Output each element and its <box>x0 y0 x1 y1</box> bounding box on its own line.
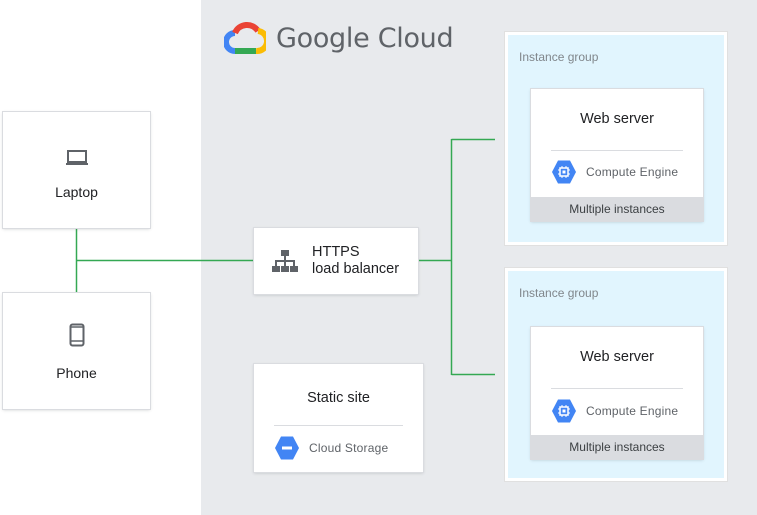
cloud-storage-icon <box>275 436 299 460</box>
instance-group-2[interactable]: Instance group Web server Compute Engine… <box>504 267 728 482</box>
google-cloud-logo: Google Cloud <box>224 18 454 58</box>
instance-group-label: Instance group <box>519 50 599 64</box>
instance-group-label: Instance group <box>519 286 599 300</box>
service-label: Cloud Storage <box>309 441 389 455</box>
service-label: Compute Engine <box>586 165 679 179</box>
instance-group-1[interactable]: Instance group Web server Compute Engine… <box>504 31 728 246</box>
web-server-card[interactable]: Web server Compute Engine Multiple insta… <box>531 89 703 221</box>
compute-engine-icon <box>552 399 576 423</box>
client-label: Phone <box>56 365 97 381</box>
load-balancer-icon <box>272 250 298 272</box>
laptop-icon <box>65 146 89 170</box>
divider <box>551 388 683 389</box>
load-balancer-label: HTTPS load balancer <box>312 244 399 278</box>
divider <box>551 150 683 151</box>
cloud-storage-service: Cloud Storage <box>274 435 388 461</box>
static-site-title: Static site <box>307 390 370 406</box>
web-server-title: Web server <box>580 349 654 365</box>
client-laptop[interactable]: Laptop <box>3 112 150 228</box>
compute-engine-service: Compute Engine <box>551 398 678 424</box>
web-server-title: Web server <box>580 111 654 127</box>
static-site-card[interactable]: Static site Cloud Storage <box>254 364 423 472</box>
compute-engine-service: Compute Engine <box>551 159 678 185</box>
client-phone[interactable]: Phone <box>3 293 150 409</box>
brand-name: Google Cloud <box>276 22 454 54</box>
multiple-instances-footer: Multiple instances <box>531 435 703 459</box>
compute-engine-icon <box>552 160 576 184</box>
phone-icon <box>69 323 85 347</box>
load-balancer-label-line1: HTTPS <box>312 244 360 260</box>
client-label: Laptop <box>55 184 98 200</box>
load-balancer-label-line2: load balancer <box>312 261 400 277</box>
google-cloud-logo-icon <box>224 22 266 55</box>
divider <box>274 425 403 426</box>
load-balancer-card[interactable]: HTTPS load balancer <box>254 228 418 294</box>
service-label: Compute Engine <box>586 404 679 418</box>
multiple-instances-footer: Multiple instances <box>531 197 703 221</box>
web-server-card[interactable]: Web server Compute Engine Multiple insta… <box>531 327 703 459</box>
